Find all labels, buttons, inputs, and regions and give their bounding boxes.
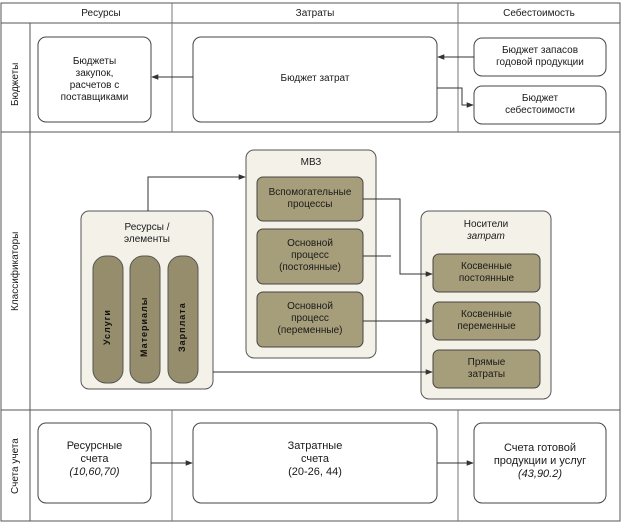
arrow-aux-to-indirect <box>363 198 433 277</box>
materials-label: Материалы <box>139 296 149 357</box>
salary-pill <box>167 255 199 384</box>
services-label: Услуги <box>102 309 112 345</box>
indirect-var-label: Косвенные переменные <box>457 309 516 332</box>
resources-title: Ресурсы / элементы <box>123 222 170 245</box>
main-const-label: Основной процесс (постоянные) <box>279 238 341 273</box>
materials-pill <box>129 255 161 384</box>
indirect-const-label: Косвенные постоянные <box>458 261 515 284</box>
cost-budget-box <box>192 36 438 123</box>
salary-label: Зарплата <box>177 302 187 352</box>
mvz-title: МВЗ <box>300 157 322 168</box>
main-var-label: Основной процесс (переменные) <box>277 301 343 336</box>
aux-process-label: Вспомогательные процессы <box>268 187 352 210</box>
arrow-resources-to-mvz <box>147 174 246 211</box>
finished-accounts-box <box>473 422 607 504</box>
services-pill <box>92 255 124 384</box>
stock-budget-label: Бюджет запасов годовой продукции <box>496 45 584 68</box>
costprice-budget-box <box>473 85 607 125</box>
finished-accounts-label: Счета готовой продукции и услуг (43,90.2… <box>493 442 587 480</box>
arrow-cost-to-costprice <box>437 87 474 108</box>
purchases-budget-label: Бюджеты закупок, расчетов с поставщиками <box>60 56 129 103</box>
row-label-classifiers: Классификаторы <box>10 231 21 311</box>
direct-costs-label: Прямые затраты <box>467 357 506 380</box>
purchases-budget-box <box>37 36 152 123</box>
column-header-costprice: Себестоимость <box>503 8 575 19</box>
row-label-budgets: Бюджеты <box>10 62 21 106</box>
direct-costs-box <box>432 349 541 389</box>
column-header-resources: Ресурсы <box>81 8 121 19</box>
cost-budget-label: Бюджет затрат <box>280 73 350 84</box>
column-header-costs: Затраты <box>295 8 335 19</box>
cost-accounts-label: Затратные счета (20-26, 44) <box>287 440 343 478</box>
carriers-title: Носители затрат <box>463 219 509 242</box>
costprice-budget-label: Бюджет себестоимости <box>505 93 575 116</box>
main-var-box <box>256 291 364 348</box>
row-label-accounts: Счета учета <box>10 438 21 494</box>
resource-accounts-label: Ресурсные счета (10,60,70) <box>66 440 123 478</box>
indirect-const-box <box>432 253 541 293</box>
indirect-var-box <box>432 301 541 341</box>
